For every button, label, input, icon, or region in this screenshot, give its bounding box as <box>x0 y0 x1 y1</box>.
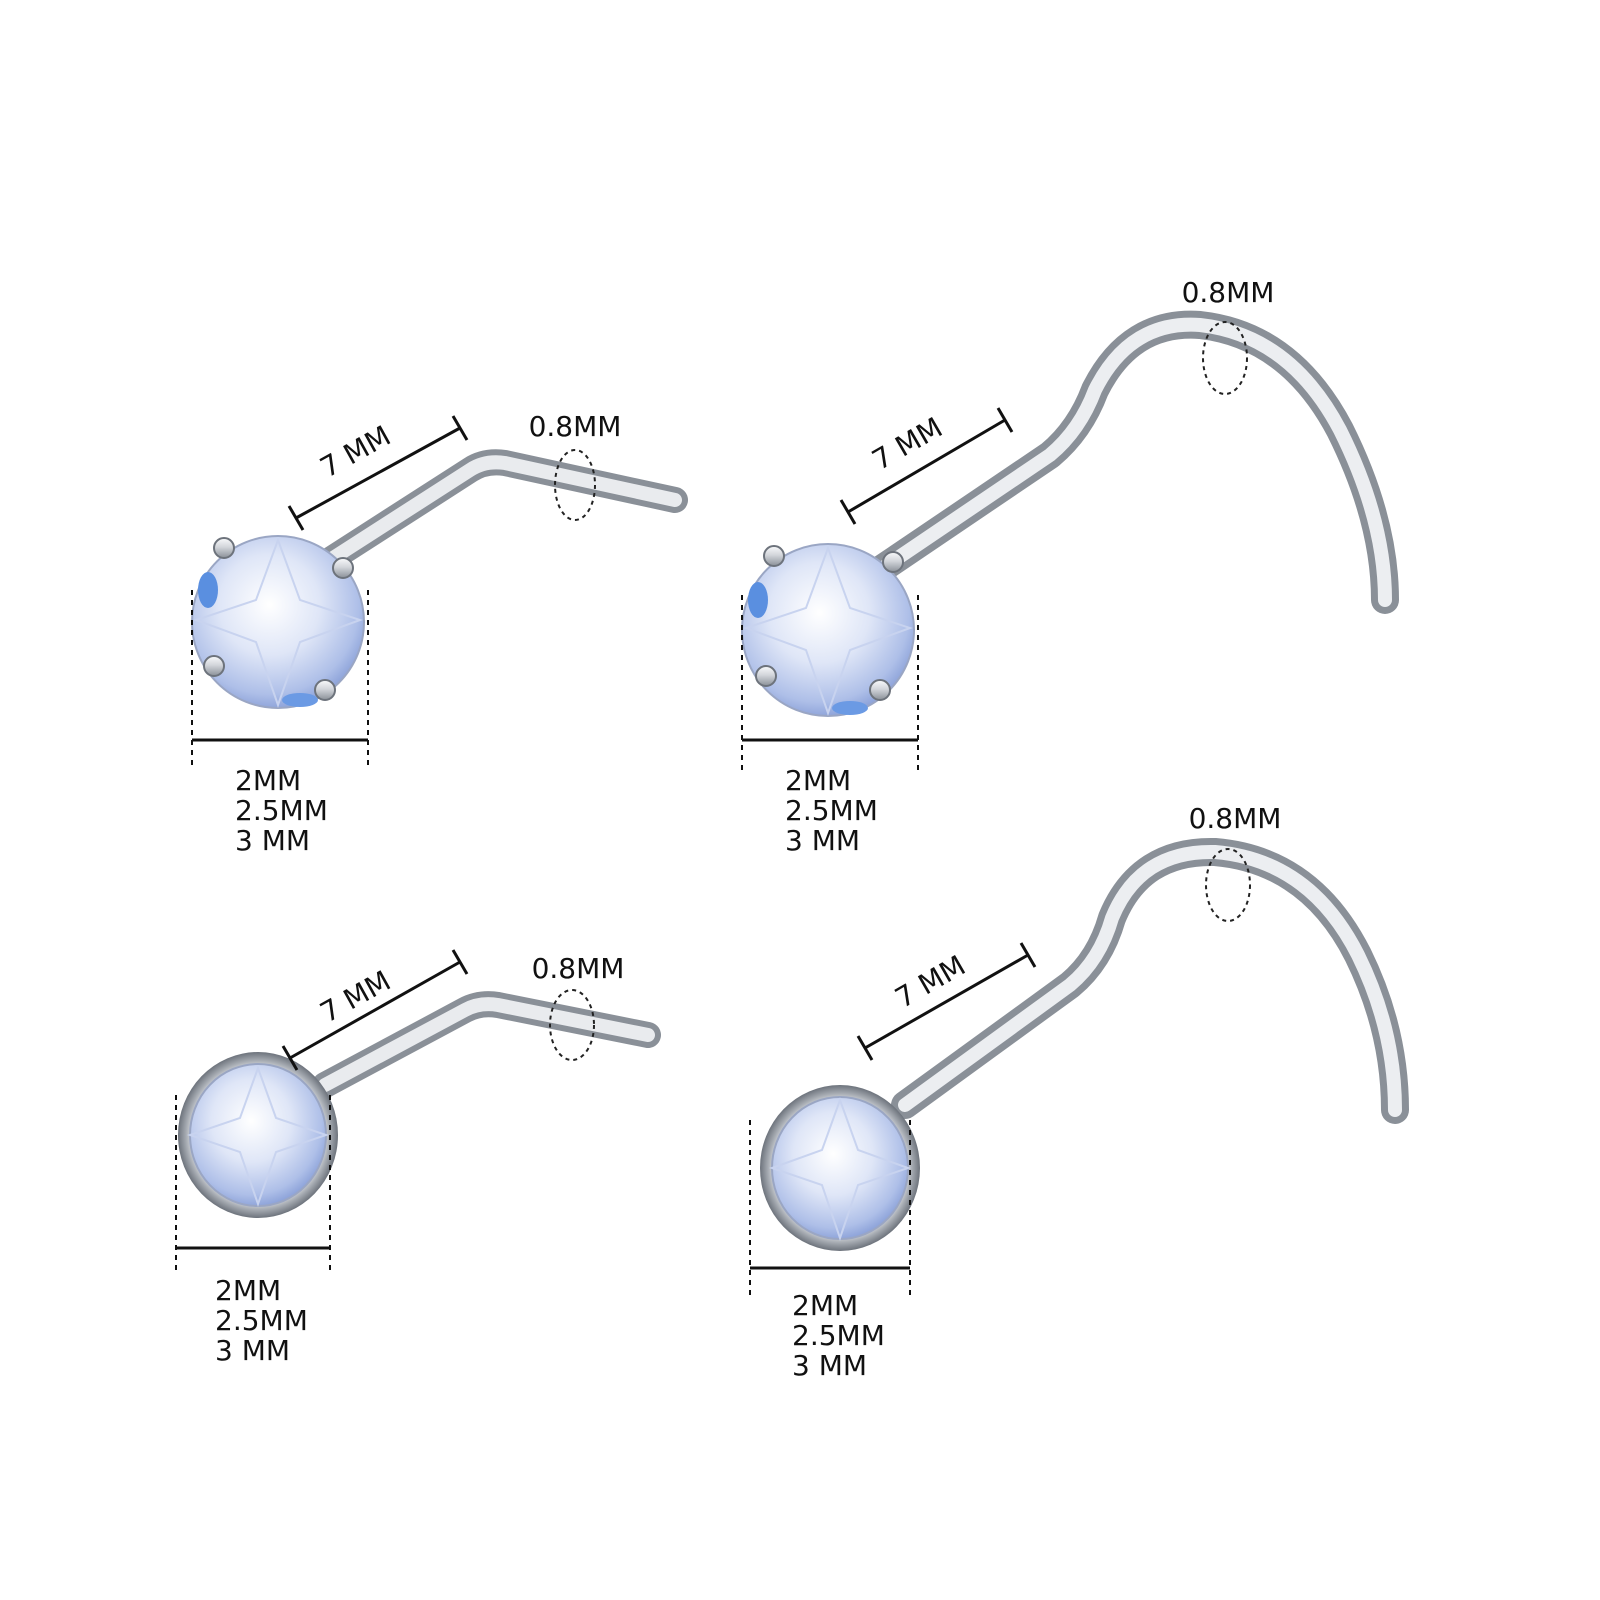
gem-size-1: 2MM <box>792 1289 858 1322</box>
gem-size-3: 3 MM <box>235 824 310 857</box>
gauge-label: 0.8MM <box>532 952 625 985</box>
gem-size-dimension: 2MM 2.5MM 3 MM <box>741 595 919 857</box>
item-3-l-shape-bezel: 7 MM 0.8MM 2MM 2.5MM 3 MM <box>175 949 661 1367</box>
dotted-circle-marker-icon <box>549 989 595 1061</box>
item-4-screw-bezel: 7 MM 0.8MM 2MM 2.5MM 3 MM <box>749 802 1409 1382</box>
screw-post <box>891 837 1409 1124</box>
gem-size-3: 3 MM <box>792 1349 867 1382</box>
post-length-label: 7 MM <box>890 949 971 1015</box>
gauge-label: 0.8MM <box>1189 802 1282 835</box>
dotted-circle-marker-icon <box>1205 848 1251 922</box>
gauge-label: 0.8MM <box>529 410 622 443</box>
post-length-label: 7 MM <box>867 411 948 477</box>
prong-setting-gem-icon <box>741 543 915 717</box>
gem-size-1: 2MM <box>235 764 301 797</box>
dotted-circle-marker-icon <box>554 449 596 521</box>
l-shape-post <box>312 991 661 1098</box>
bezel-setting-gem-icon <box>760 1085 920 1251</box>
screw-post <box>866 310 1399 614</box>
item-1-l-shape-prong: 7 MM 0.8MM 2MM 2.5MM 3 MM <box>191 410 688 857</box>
item-2-screw-prong: 7 MM 0.8MM 2MM 2.5MM 3 MM <box>741 276 1399 857</box>
gem-size-2: 2.5MM <box>215 1304 308 1337</box>
gem-size-1: 2MM <box>215 1274 281 1307</box>
l-shape-post <box>317 449 688 573</box>
gauge-label: 0.8MM <box>1182 276 1275 309</box>
gem-size-2: 2.5MM <box>785 794 878 827</box>
gem-size-dimension: 2MM 2.5MM 3 MM <box>191 590 369 857</box>
gem-size-3: 3 MM <box>215 1334 290 1367</box>
gem-size-2: 2.5MM <box>792 1319 885 1352</box>
bezel-setting-gem-icon <box>178 1052 338 1218</box>
gem-size-dimension: 2MM 2.5MM 3 MM <box>175 1095 331 1367</box>
gem-size-1: 2MM <box>785 764 851 797</box>
gem-size-3: 3 MM <box>785 824 860 857</box>
gauge-dimension: 0.8MM <box>532 952 625 1061</box>
gauge-dimension: 0.8MM <box>1189 802 1282 922</box>
gem-size-2: 2.5MM <box>235 794 328 827</box>
prong-setting-gem-icon <box>191 535 365 709</box>
gem-size-dimension: 2MM 2.5MM 3 MM <box>749 1120 911 1382</box>
dotted-circle-marker-icon <box>1202 321 1248 395</box>
gauge-dimension: 0.8MM <box>529 410 622 521</box>
post-length-dimension: 7 MM <box>287 415 469 531</box>
post-length-label: 7 MM <box>315 419 397 484</box>
gauge-dimension: 0.8MM <box>1182 276 1275 395</box>
